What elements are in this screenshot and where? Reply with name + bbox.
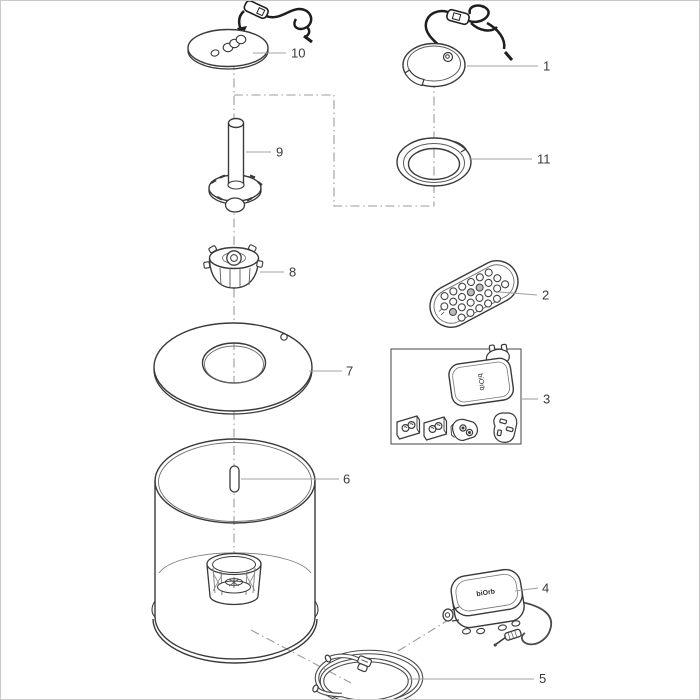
hose-connector-valve — [357, 655, 372, 673]
part-label-8: 8 — [289, 265, 296, 280]
remote-buttons — [440, 268, 510, 322]
part-label-6: 6 — [343, 472, 350, 487]
part-label-7: 7 — [346, 364, 353, 379]
part-5-air-hose — [312, 649, 424, 699]
bottom-outer-thickness — [152, 618, 318, 664]
ring-body — [396, 137, 472, 187]
base-flare-right — [314, 600, 319, 618]
rotor-hub — [226, 250, 242, 266]
socket-wall-right — [257, 564, 262, 597]
part-10-lid-with-cable — [187, 1, 313, 70]
pump-top-face — [450, 568, 523, 617]
plug-adapter-us-2 — [423, 416, 448, 441]
part-label-1: 1 — [543, 59, 550, 74]
part-label-9: 9 — [276, 145, 283, 160]
shaft-collar — [227, 180, 245, 190]
plug-adapter-us-1 — [396, 415, 421, 440]
pump-top-inner — [455, 573, 518, 612]
lid-notch — [404, 69, 425, 87]
kit-box — [390, 348, 522, 445]
lid-button — [442, 51, 454, 63]
lid-button-dot — [445, 54, 450, 59]
bottom-socket — [206, 552, 262, 606]
pump-cable — [520, 601, 553, 646]
part-6-cylinder-vessel — [151, 438, 319, 664]
part-number-labels: 10 1 9 11 8 2 7 3 6 4 5 — [276, 46, 551, 687]
pump-brand-text: biOrb — [476, 588, 496, 598]
pump-plug — [493, 628, 522, 647]
top-rim-inner — [158, 442, 312, 522]
bottom-front-arc — [154, 616, 316, 660]
base-flare-left — [151, 600, 156, 618]
part-4-air-pump: biOrb — [442, 568, 553, 647]
adapter-body — [448, 357, 515, 407]
inline-switch — [446, 8, 470, 26]
socket-wall-left — [206, 564, 211, 597]
part-label-5: 5 — [539, 671, 546, 686]
lid-holes — [210, 34, 247, 57]
part-9-shaft-assembly — [208, 117, 263, 213]
base-nub — [224, 197, 246, 213]
power-cable — [424, 4, 514, 61]
shaft-top — [227, 117, 245, 129]
pivot-pin — [229, 465, 240, 493]
part-1-lid-with-cable — [402, 4, 514, 88]
pump-nozzle — [442, 606, 460, 622]
shaft-fill — [228, 123, 244, 187]
top-rim-outer — [154, 438, 316, 524]
part-label-10: 10 — [291, 46, 305, 61]
part-11-retaining-ring — [396, 137, 472, 187]
disc-face — [153, 322, 313, 412]
part-label-2: 2 — [542, 288, 549, 303]
small-hole — [280, 333, 288, 341]
power-adapter: biOrb — [448, 343, 515, 407]
hose-end-cap-bottom — [312, 684, 319, 693]
leader-lines — [241, 52, 539, 680]
centerline-hose-right — [397, 618, 451, 652]
base-rim-ticks — [210, 174, 263, 202]
leader-4 — [514, 587, 539, 592]
hole-inner-rim — [204, 345, 264, 384]
ring-clip-end — [451, 140, 467, 153]
plug-adapter-uk — [493, 412, 518, 443]
part-2-remote-control — [429, 260, 519, 328]
plug-adapter-eu — [450, 418, 479, 442]
leader-2 — [498, 291, 538, 296]
ring-mid-contour — [403, 143, 465, 183]
rotor-facet-lines — [219, 267, 251, 287]
pump-body: biOrb — [450, 568, 525, 635]
adapter-face — [452, 361, 511, 403]
part-8-pump-rotor — [203, 244, 264, 289]
adapter-brand-text: biOrb — [476, 373, 485, 391]
part-label-4: 4 — [542, 581, 549, 596]
part-label-3: 3 — [543, 392, 550, 407]
socket-top-inner — [212, 556, 256, 573]
remote-logo-marks — [438, 308, 445, 316]
rotor-body-outline — [208, 258, 260, 289]
part-label-11: 11 — [537, 152, 551, 167]
centerline-hose-left — [250, 629, 352, 684]
lid-inner-rim — [407, 45, 461, 82]
inline-switch — [243, 1, 269, 20]
part-3-power-adapter-kit: biOrb — [390, 343, 522, 445]
rotor-hub-inner — [230, 254, 238, 262]
socket-hub-hatch — [228, 577, 240, 588]
part-7-cover-disc — [153, 322, 313, 415]
rotor-tabs-side — [203, 260, 264, 269]
pump-feet — [461, 620, 521, 635]
hose-end-cap-top — [324, 654, 332, 663]
socket-bottom-arc — [209, 595, 259, 606]
